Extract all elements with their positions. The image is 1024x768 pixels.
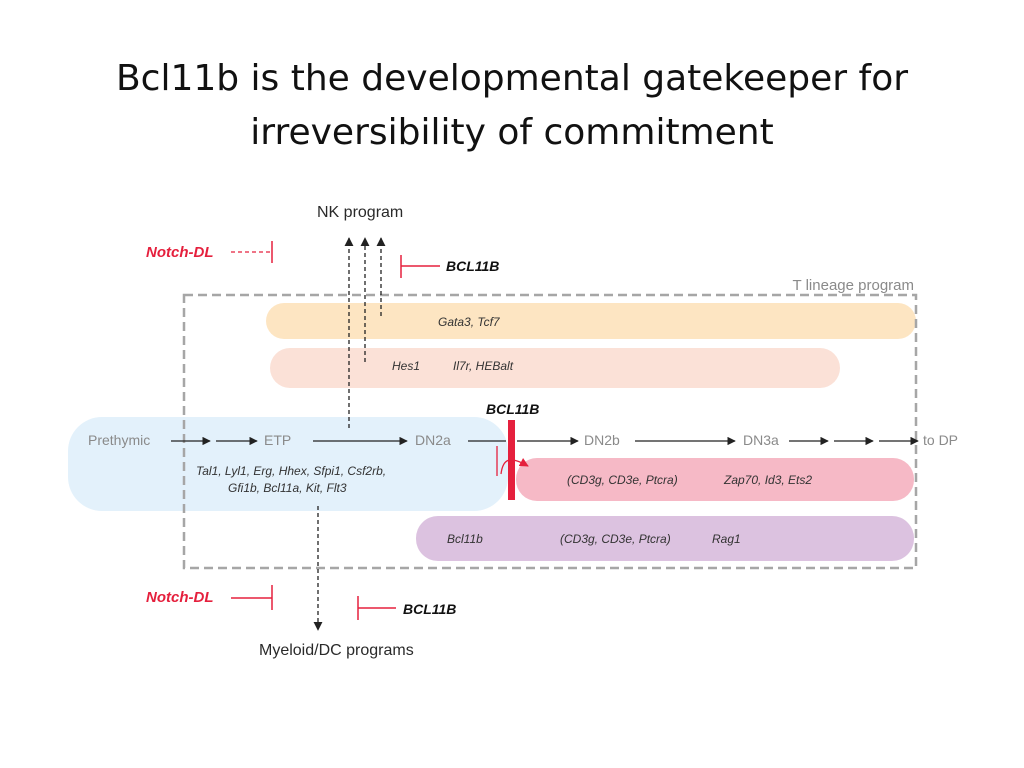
gata3-tcf7-label: Gata3, Tcf7 [438,315,501,329]
purple-rag1-gene: Rag1 [712,532,741,546]
purple-cd3-genes: (CD3g, CD3e, Ptcra) [560,532,671,546]
stage-etp: ETP [264,432,291,448]
notch-dl-top-label: Notch-DL [146,244,214,261]
gata3-tcf7-bar [266,303,916,339]
slide-title-line-2: irreversibility of commitment [250,112,774,153]
hes1-label: Hes1 [392,359,420,373]
pink-cd3-genes: (CD3g, CD3e, Ptcra) [567,473,678,487]
notch-dl-bottom-label: Notch-DL [146,589,214,606]
t-lineage-label: T lineage program [793,277,914,294]
t-lineage-box [182,293,918,570]
stage-dn2b: DN2b [584,432,620,448]
pink-late-genes: Zap70, Id3, Ets2 [723,473,812,487]
late-gene-bar [516,458,914,501]
bcl11b-center-label: BCL11B [486,401,539,417]
bcl11b-bottom-label: BCL11B [403,601,456,617]
hes1-il7r-bar [270,348,840,388]
early-genes-line-1: Tal1, Lyl1, Erg, Hhex, Sfpi1, Csf2rb, [196,464,386,478]
stage-dn3a: DN3a [743,432,779,448]
bcl11b-top-label: BCL11B [446,258,499,274]
stage-to-dp: to DP [923,432,958,448]
nk-program-label: NK program [317,204,403,221]
il7r-hebalt-label: Il7r, HEBalt [453,359,514,373]
bcl11b-activation-arrow [500,458,529,475]
early-genes-line-2: Gfi1b, Bcl11a, Kit, Flt3 [228,481,347,495]
myeloid-programs-label: Myeloid/DC programs [259,642,414,659]
slide-title: Bcl11b is the developmental gatekeeper f… [0,52,1024,160]
purple-bcl11b-gene: Bcl11b [447,532,483,546]
stage-prethymic: Prethymic [88,432,150,448]
bcl11b-target-bar [416,516,914,561]
stage-dn2a: DN2a [415,432,451,448]
slide-title-line-1: Bcl11b is the developmental gatekeeper f… [115,58,909,99]
